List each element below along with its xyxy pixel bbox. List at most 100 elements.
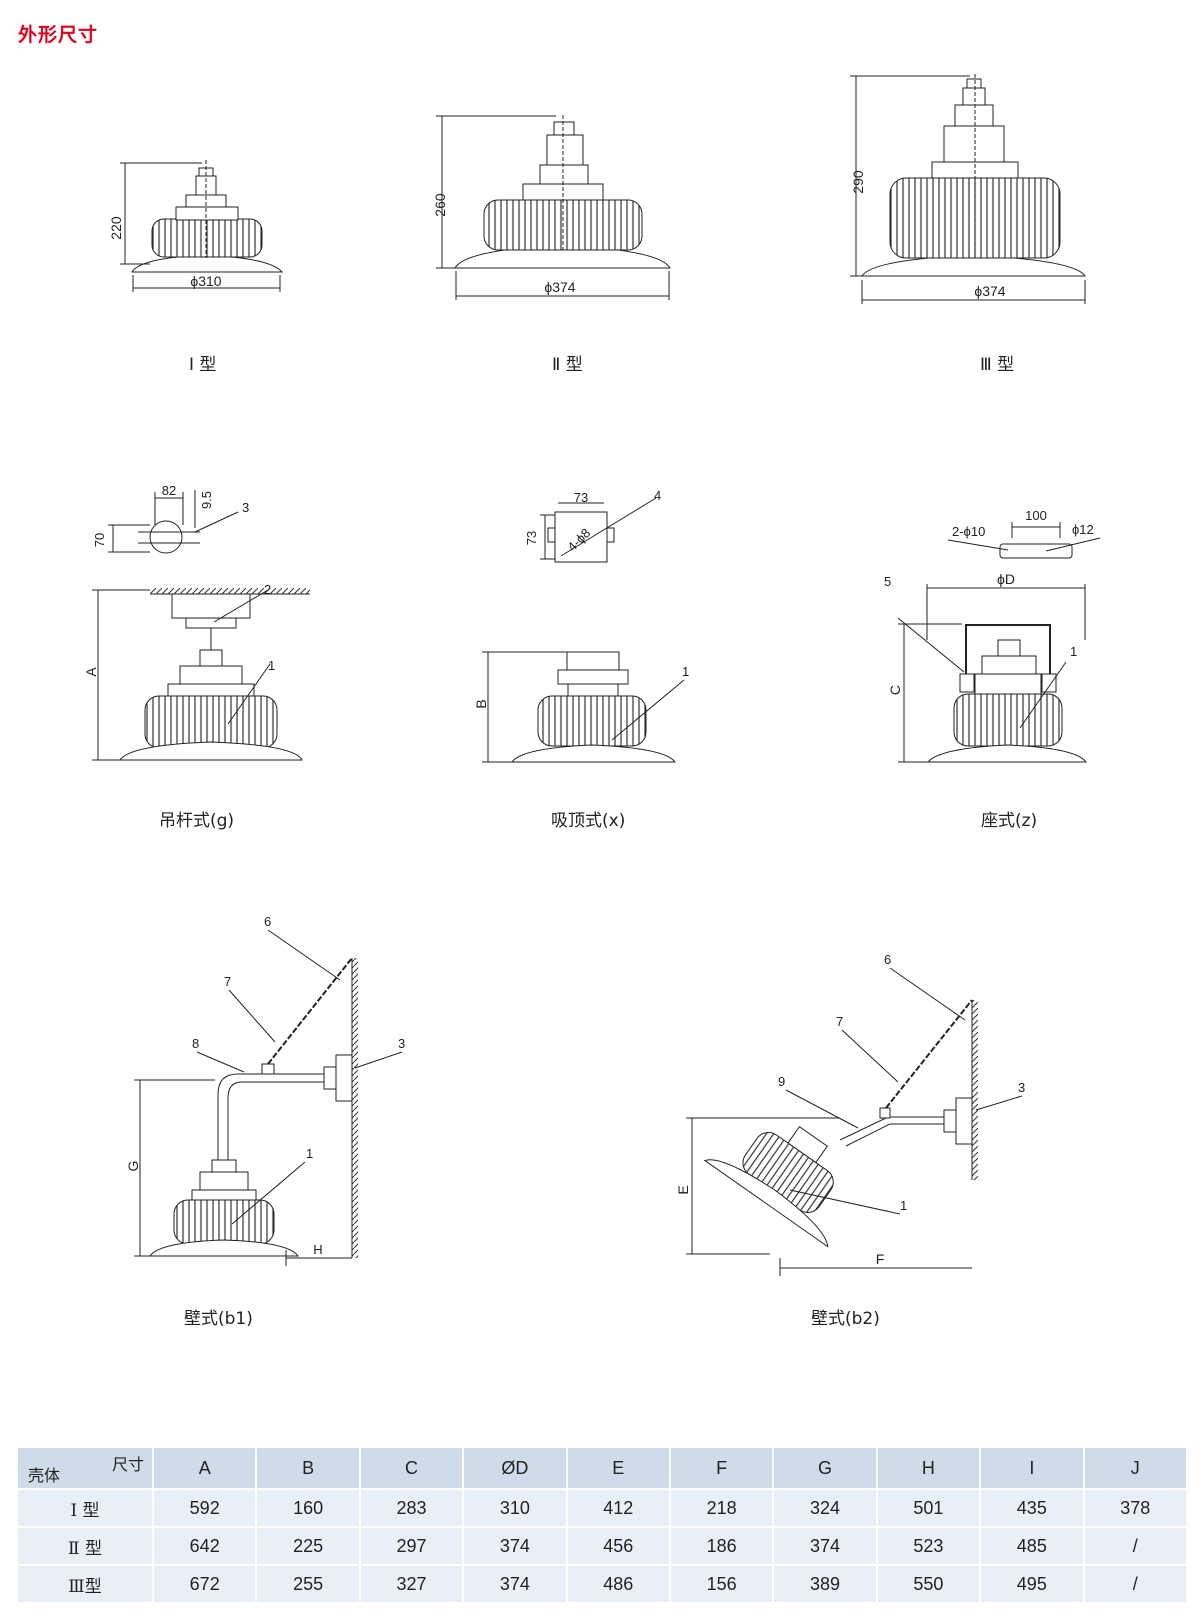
column-header: H [876, 1448, 982, 1489]
mount-g-callout-2: 2 [264, 582, 271, 597]
row-label: Ⅰ 型 [18, 1488, 154, 1527]
caption-type-3: Ⅲ 型 [980, 355, 1015, 375]
table-cell: 435 [980, 1488, 1085, 1527]
table-row: Ⅰ 型 592 160 283 310 412 218 324 501 435 … [18, 1488, 1189, 1527]
lamp-type-1-drawing [120, 160, 284, 292]
table-cell: 550 [876, 1564, 982, 1602]
table-cell: / [1083, 1526, 1189, 1565]
column-header: A [153, 1448, 258, 1489]
type-1-height-label: 220 [108, 216, 124, 240]
row-label: Ⅲ型 [18, 1564, 154, 1602]
mount-z-holes: 2-ϕ10 [952, 524, 985, 539]
table-cell: 495 [980, 1564, 1085, 1602]
table-cell: 374 [463, 1564, 568, 1602]
mount-g-dim-70: 70 [92, 533, 107, 547]
dimension-table-header-row: 尺寸 壳体 A B C ØD E F G H I J [18, 1448, 1189, 1489]
table-cell: 412 [566, 1488, 671, 1527]
mount-b2-callout-6: 6 [884, 952, 891, 967]
table-cell: 523 [876, 1526, 982, 1565]
mount-z-callout-1: 1 [1070, 644, 1077, 659]
type-2-width-label: ϕ374 [544, 279, 575, 295]
type-2-height-label: 260 [432, 193, 448, 217]
mount-z-dim-12: ϕ12 [1072, 522, 1094, 537]
lamp-type-2-drawing [436, 115, 671, 300]
mount-b2-callout-7: 7 [836, 1014, 843, 1029]
table-cell: 255 [256, 1564, 361, 1602]
table-cell: 218 [669, 1488, 775, 1527]
mount-b1-callout-1: 1 [306, 1146, 313, 1161]
table-cell: 327 [359, 1564, 465, 1602]
caption-mount-b2: 壁式(b2) [811, 1309, 880, 1329]
mount-x-callout-1: 1 [682, 664, 689, 679]
table-cell: 374 [773, 1526, 878, 1565]
table-cell: / [1083, 1564, 1189, 1602]
column-header: G [773, 1448, 878, 1489]
page-title: 外形尺寸 [18, 24, 99, 46]
table-cell: 456 [566, 1526, 671, 1565]
mount-b2-drawing [686, 967, 1023, 1276]
mount-x-callout-4: 4 [654, 488, 661, 503]
column-header: ØD [463, 1448, 568, 1489]
mount-g-dim-a: A [83, 667, 99, 677]
mount-x-dim-73-side: 73 [524, 531, 539, 545]
table-cell: 310 [463, 1488, 568, 1527]
column-header: I [980, 1448, 1085, 1489]
caption-type-1: Ⅰ 型 [189, 355, 217, 375]
table-cell: 485 [980, 1526, 1085, 1565]
mount-b2-dim-e: E [675, 1185, 691, 1194]
mount-b2-callout-1: 1 [900, 1198, 907, 1213]
mount-b1-callout-3: 3 [398, 1036, 405, 1051]
column-header: J [1083, 1448, 1189, 1489]
mount-b1-callout-7: 7 [224, 974, 231, 989]
mount-x-drawing [482, 497, 685, 763]
mount-z-dim-d: ϕD [997, 571, 1015, 587]
row-label: Ⅱ 型 [18, 1526, 154, 1565]
column-header: B [256, 1448, 361, 1489]
table-cell: 297 [359, 1526, 465, 1565]
mount-b2-dim-f: F [876, 1251, 885, 1267]
caption-type-2: Ⅱ 型 [552, 355, 583, 375]
table-cell: 324 [773, 1488, 878, 1527]
mount-b1-drawing [134, 929, 403, 1266]
table-cell: 672 [153, 1564, 258, 1602]
table-corner-cell: 尺寸 壳体 [18, 1448, 154, 1489]
table-cell: 501 [876, 1488, 982, 1527]
table-cell: 378 [1083, 1488, 1189, 1527]
type-3-height-label: 290 [850, 170, 866, 194]
corner-housing-label: 壳体 [28, 1468, 61, 1485]
mount-b1-callout-6: 6 [264, 914, 271, 929]
dimension-table: 尺寸 壳体 A B C ØD E F G H I J Ⅰ 型 592 160 2… [18, 1448, 1189, 1602]
table-cell: 225 [256, 1526, 361, 1565]
type-1-width-label: ϕ310 [190, 273, 221, 289]
caption-mount-z: 座式(z) [981, 811, 1038, 831]
mount-b1-dim-h: H [313, 1242, 322, 1257]
mount-z-dim-100: 100 [1025, 508, 1047, 523]
mount-g-callout-3: 3 [242, 500, 249, 515]
column-header: F [669, 1448, 775, 1489]
table-cell: 642 [153, 1526, 258, 1565]
mount-z-drawing [897, 522, 1101, 763]
mount-g-dim-9-5: 9.5 [199, 491, 214, 509]
type-3-width-label: ϕ374 [974, 283, 1005, 299]
table-cell: 389 [773, 1564, 878, 1602]
table-cell: 374 [463, 1526, 568, 1565]
mount-b1-callout-8: 8 [192, 1036, 199, 1051]
table-row: Ⅲ型 672 255 327 374 486 156 389 550 495 / [18, 1564, 1189, 1602]
table-row: Ⅱ 型 642 225 297 374 456 186 374 523 485 … [18, 1526, 1189, 1565]
column-header: C [359, 1448, 465, 1489]
mount-x-dim-73-top: 73 [574, 490, 588, 505]
caption-mount-x: 吸顶式(x) [551, 811, 626, 831]
mount-g-callout-1: 1 [268, 658, 275, 673]
table-cell: 160 [256, 1488, 361, 1527]
caption-mount-g: 吊杆式(g) [159, 811, 235, 831]
mount-z-callout-5: 5 [884, 574, 891, 589]
mount-b2-callout-9: 9 [778, 1074, 785, 1089]
table-cell: 156 [669, 1564, 775, 1602]
corner-dimension-label: 尺寸 [111, 1457, 144, 1474]
table-cell: 283 [359, 1488, 465, 1527]
column-header: E [566, 1448, 671, 1489]
mount-b2-callout-3: 3 [1018, 1080, 1025, 1095]
mount-x-dim-b: B [473, 699, 489, 708]
caption-mount-b1: 壁式(b1) [184, 1309, 253, 1329]
